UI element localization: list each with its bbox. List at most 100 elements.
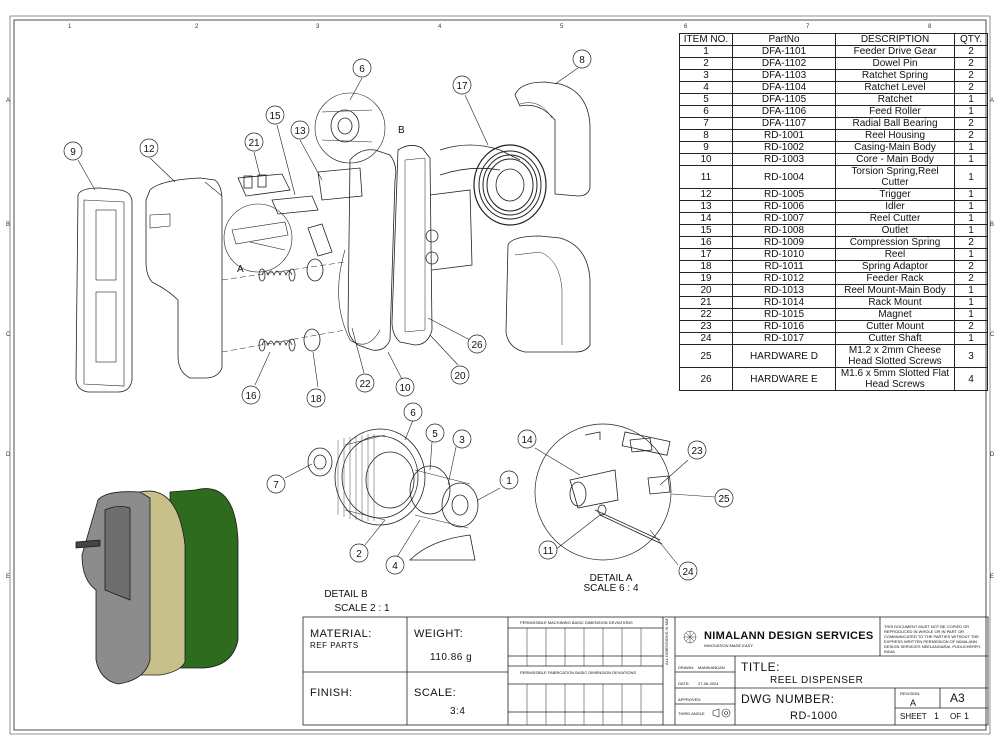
bom-cell-item: 2 [679,57,733,70]
company-tagline: INNOVATION MADE EASY [704,643,753,648]
bom-cell-description: Cutter Mount [835,320,955,333]
bom-header-partno: PartNo [732,33,836,46]
zone-row-d: D [6,452,11,458]
part-8-housing-lower [505,235,591,353]
callout-circles [63,49,734,581]
bom-cell-item: 12 [679,188,733,201]
bom-cell-qty: 4 [954,367,988,391]
bom-cell-partno: RD-1009 [732,236,836,249]
bom-cell-qty: 2 [954,260,988,273]
bom-cell-qty: 3 [954,344,988,368]
bom-cell-partno: RD-1002 [732,141,836,154]
title-block-lines [302,616,989,726]
zone-row-b-right: B [990,222,995,228]
bom-cell-item: 6 [679,105,733,118]
leader-lines [77,67,716,566]
bom-cell-description: Outlet [835,224,955,237]
bom-cell-qty: 1 [954,296,988,309]
callout-21: 21 [248,138,260,149]
bom-cell-item: 16 [679,236,733,249]
bom-cell-item: 17 [679,248,733,261]
green-housing [169,488,239,669]
part-13-idler [317,167,363,201]
zone-col-7: 7 [806,24,810,30]
title-label: TITLE: [741,660,781,674]
bom-cell-partno: RD-1016 [732,320,836,333]
bom-cell-partno: RD-1008 [732,224,836,237]
bom-cell-partno: DFA-1102 [732,57,836,70]
part-16-spring-lower [258,338,296,352]
detail-b-drawing [307,428,479,561]
callout-numbers: 9 12 21 15 13 6 17 8 16 18 22 10 20 26 6… [70,55,730,578]
machining-deviations-title: PERMISSIBLE MACHINING BASIC DIMENSION DE… [520,620,633,625]
zone-row-b: B [6,222,11,228]
bom-cell-qty: 1 [954,200,988,213]
bom-cell-item: 13 [679,200,733,213]
bom-cell-partno: RD-1005 [732,188,836,201]
bom-cell-description: Ratchet [835,93,955,106]
zone-row-e-right: E [990,574,995,580]
zone-col-4: 4 [438,24,442,30]
of-label: OF [950,712,962,721]
callout-1: 1 [506,476,512,487]
part-magnet-block [307,223,333,257]
part-12-trigger [145,177,223,379]
bom-cell-description: Dowel Pin [835,57,955,70]
detail-b-title: DETAIL B [324,589,368,600]
bom-cell-description: Radial Ball Bearing [835,117,955,130]
callout-11: 11 [543,546,554,557]
callout-13: 13 [294,126,306,137]
zone-row-c-right: C [990,332,995,338]
bom-cell-description: Feeder Rack [835,272,955,285]
callout-24: 24 [682,567,694,578]
drawing-title: REEL DISPENSER [770,675,864,686]
bom-cell-qty: 1 [954,153,988,166]
part-17-reel-strip [439,144,521,161]
bom-cell-description: Rack Mount [835,296,955,309]
bom-cell-partno: RD-1010 [732,248,836,261]
bom-cell-partno: RD-1006 [732,200,836,213]
callout-18: 18 [310,394,322,405]
sheet-value: 1 [934,711,940,721]
bom-cell-qty: 2 [954,57,988,70]
approved-label: APPROVED: [678,697,702,702]
bom-cell-qty: 1 [954,105,988,118]
bom-cell-description: Idler [835,200,955,213]
revision-value: A [910,698,917,708]
bom-header-qty: QTY. [954,33,988,46]
part-8-housing-upper [514,81,591,197]
bom-cell-qty: 1 [954,93,988,106]
bom-cell-partno: DFA-1105 [732,93,836,106]
part-18-adaptor-lower [303,328,321,352]
bom-cell-description: Compression Spring [835,236,955,249]
bom-cell-item: 23 [679,320,733,333]
callout-26: 26 [471,340,483,351]
zone-col-2: 2 [195,24,199,30]
callout-8: 8 [579,55,585,66]
bom-cell-description: Reel [835,248,955,261]
part-17-reel [473,144,547,226]
bom-cell-description: Reel Mount-Main Body [835,284,955,297]
zone-row-a: A [6,98,11,104]
weight-label: WEIGHT: [414,628,464,640]
company-name: NIMALANN DESIGN SERVICES [704,630,874,642]
bom-cell-description: Cutter Shaft [835,332,955,345]
bom-cell-item: 1 [679,45,733,58]
bom-cell-item: 21 [679,296,733,309]
bom-cell-partno: DFA-1107 [732,117,836,130]
bom-cell-description: Reel Housing [835,129,955,142]
scale-label: SCALE: [414,687,457,699]
bom-cell-partno: RD-1007 [732,212,836,225]
callout-6-detail: 6 [410,408,416,419]
zone-col-1: 1 [68,24,72,30]
bom-cell-qty: 2 [954,81,988,94]
